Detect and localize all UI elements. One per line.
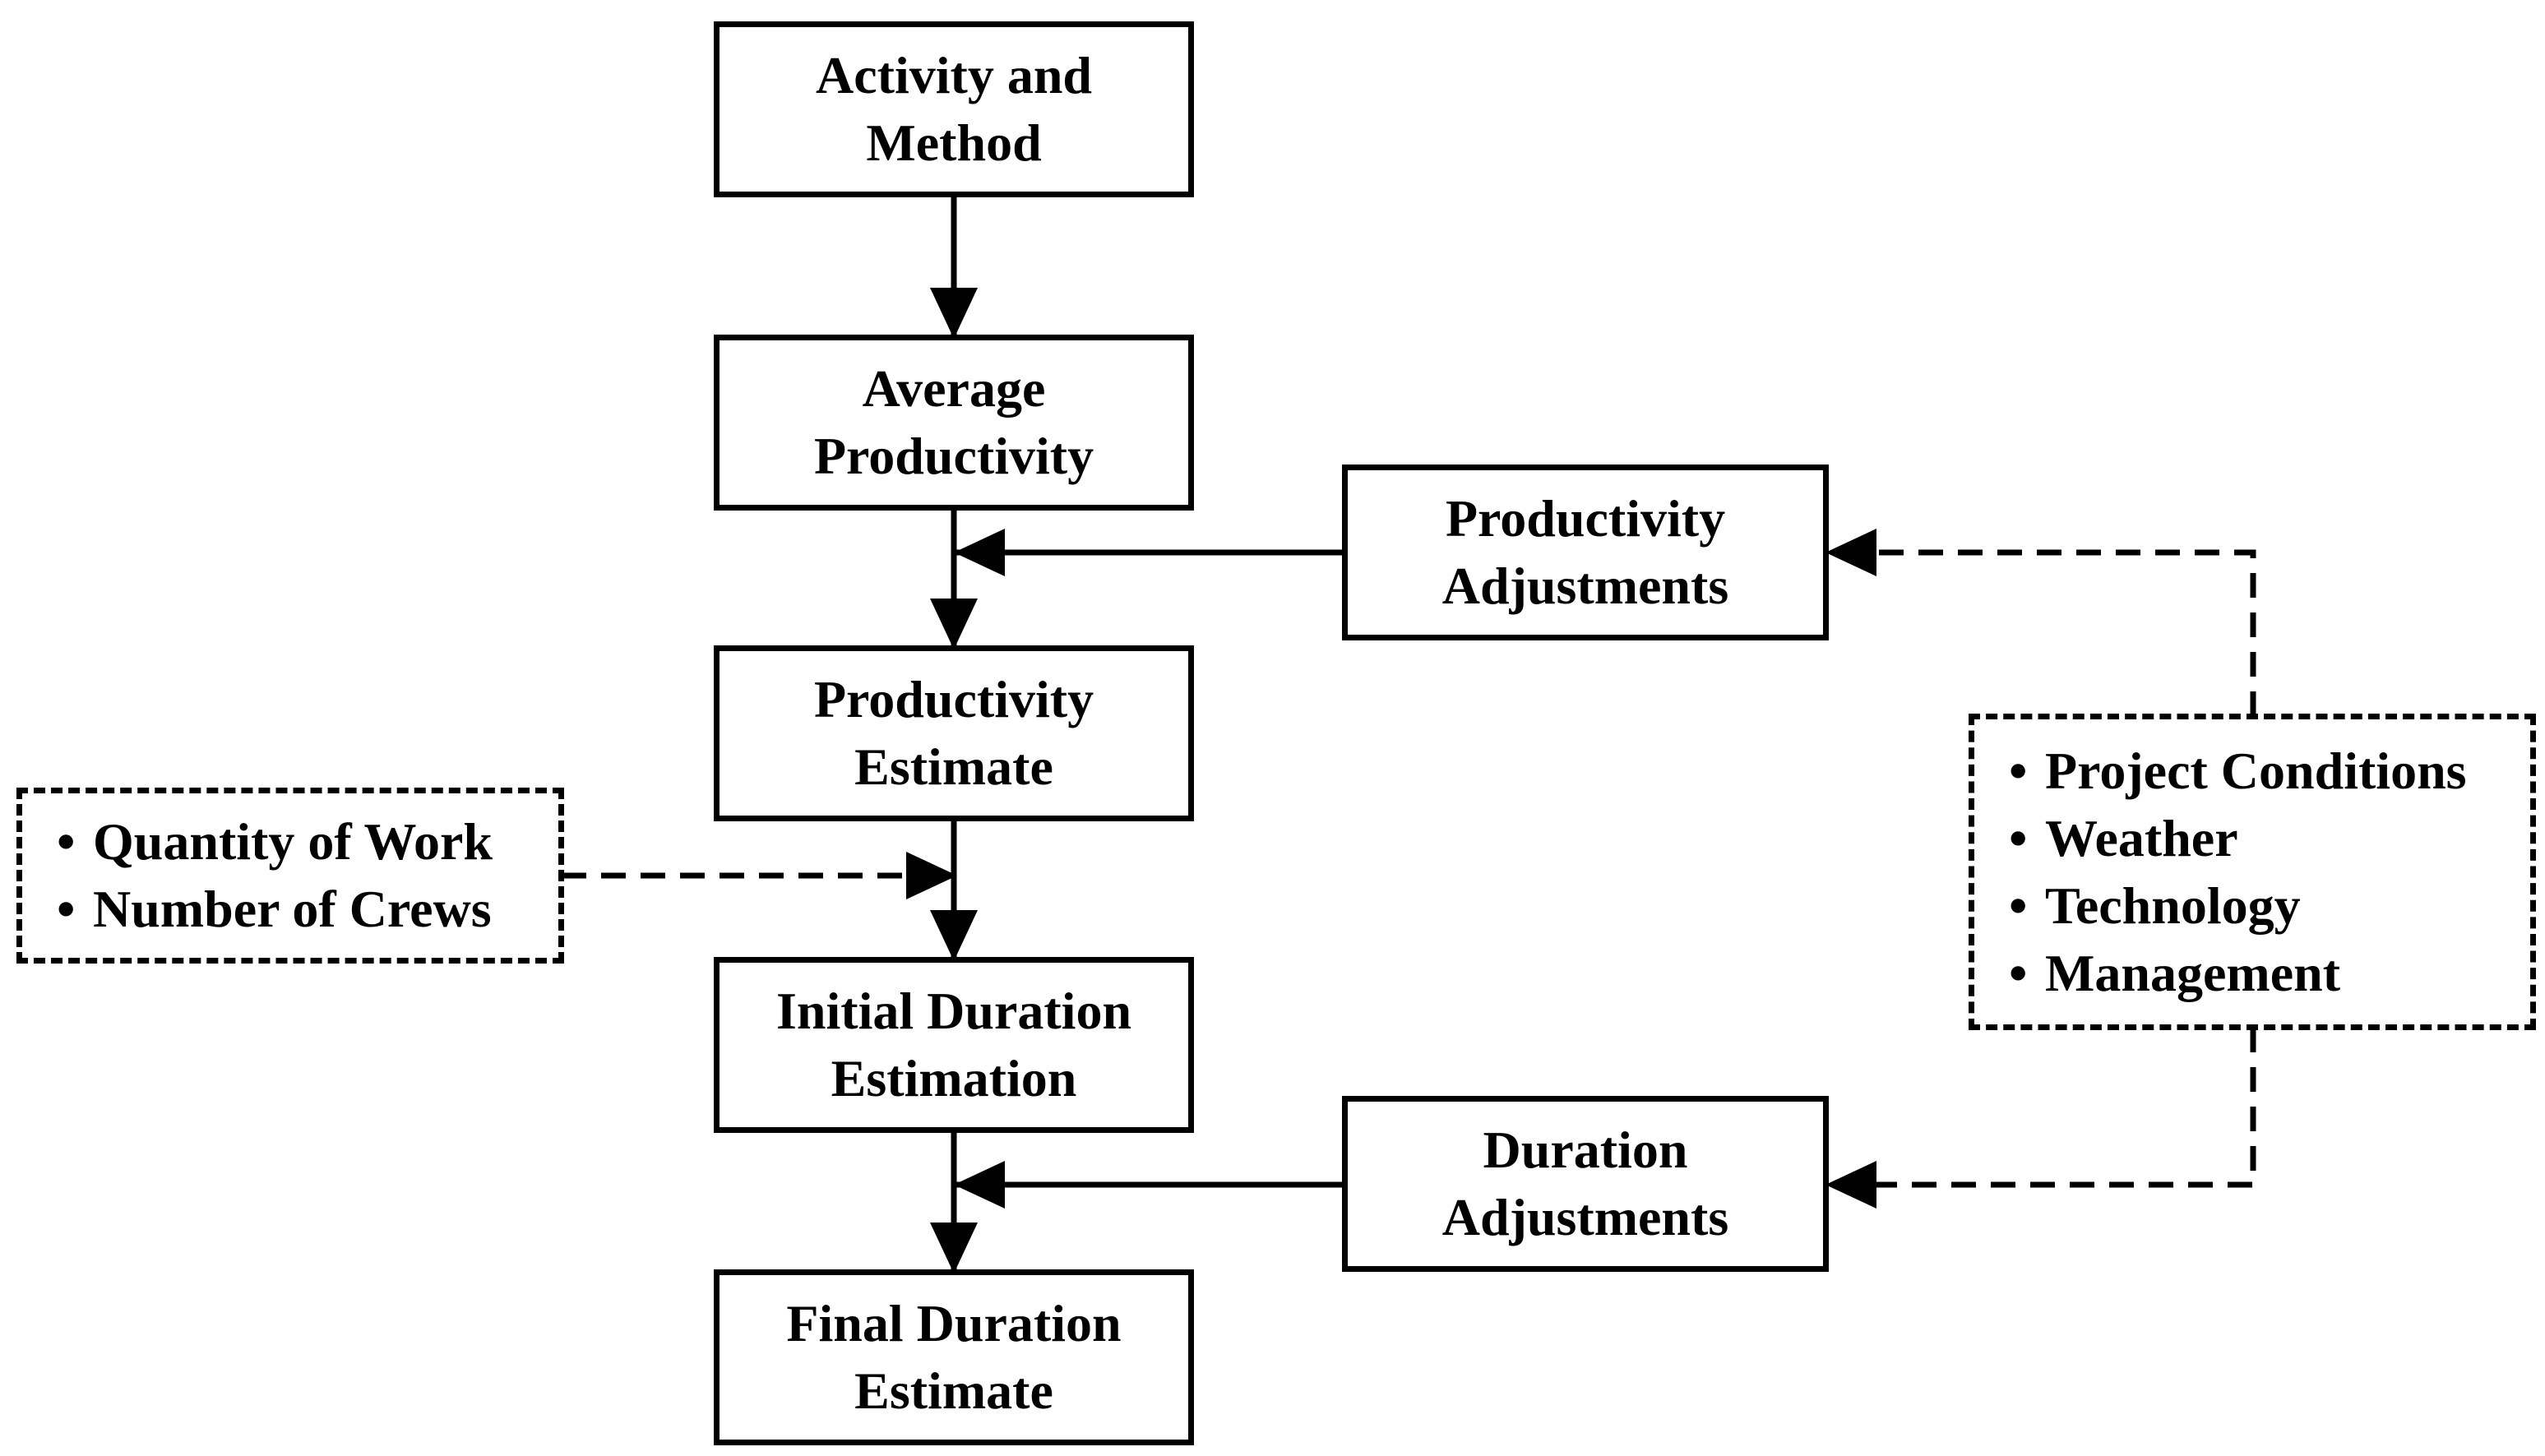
productivity-estimate-line2: Estimate	[854, 737, 1053, 796]
productivity-estimate-box: Productivity Estimate	[714, 645, 1194, 821]
productivity-estimate-line1: Productivity	[813, 670, 1094, 728]
arrow-factors-to-duration-adjustments	[1825, 1028, 2256, 1209]
productivity-adjustments-box: Productivity Adjustments	[1342, 465, 1829, 640]
arrow-factors-to-productivity-adjustments	[1825, 529, 2256, 716]
duration-adjustments-line2: Adjustments	[1441, 1188, 1729, 1246]
factor-item: Management	[2009, 940, 2467, 1007]
final-duration-box: Final Duration Estimate	[714, 1269, 1194, 1445]
initial-duration-line2: Estimation	[831, 1049, 1077, 1107]
initial-duration-box: Initial Duration Estimation	[714, 957, 1194, 1133]
average-productivity-box: Average Productivity	[714, 335, 1194, 511]
productivity-adjustments-line2: Adjustments	[1441, 557, 1729, 615]
final-duration-line2: Estimate	[854, 1361, 1053, 1420]
productivity-adjustments-line1: Productivity	[1445, 489, 1726, 548]
activity-method-line1: Activity and	[816, 46, 1092, 104]
average-productivity-line2: Productivity	[813, 427, 1094, 485]
work-inputs-list: Quantity of Work Number of Crews	[57, 808, 493, 943]
work-input-item: Quantity of Work	[57, 808, 493, 876]
initial-duration-line1: Initial Duration	[775, 982, 1132, 1040]
average-productivity-line1: Average	[862, 359, 1046, 418]
activity-method-box: Activity and Method	[714, 21, 1194, 197]
work-input-item: Number of Crews	[57, 876, 493, 943]
duration-adjustments-box: Duration Adjustments	[1342, 1096, 1829, 1272]
work-inputs-box: Quantity of Work Number of Crews	[16, 788, 564, 964]
factors-list: Project Conditions Weather Technology Ma…	[2009, 737, 2467, 1007]
factor-item: Weather	[2009, 805, 2467, 872]
duration-adjustments-line1: Duration	[1483, 1121, 1688, 1179]
factor-item: Project Conditions	[2009, 737, 2467, 805]
final-duration-line1: Final Duration	[786, 1294, 1122, 1352]
factor-item: Technology	[2009, 872, 2467, 940]
factors-box: Project Conditions Weather Technology Ma…	[1969, 714, 2536, 1030]
activity-method-line2: Method	[866, 113, 1042, 172]
